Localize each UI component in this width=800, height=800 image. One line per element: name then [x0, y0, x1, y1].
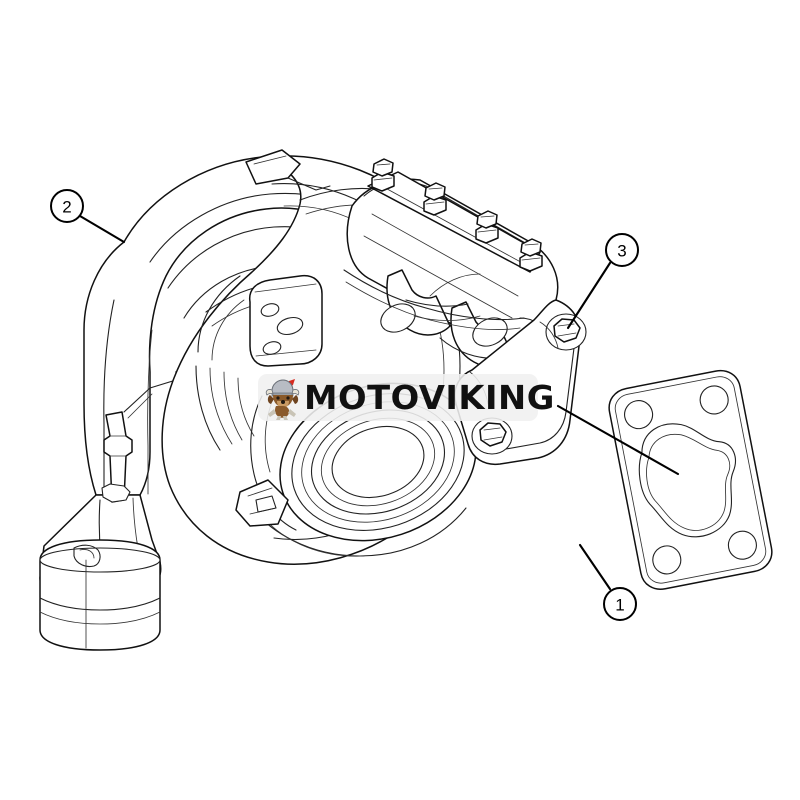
callout-2-label: 2	[62, 198, 71, 217]
callout-3-leader	[566, 261, 612, 330]
gasket-pointer-line	[556, 404, 680, 476]
callout-1-bubble[interactable]	[603, 587, 637, 621]
callout-2-bubble[interactable]	[50, 189, 84, 223]
callout-2[interactable]: 2	[50, 189, 126, 244]
callout-1[interactable]: 1	[578, 543, 637, 621]
manifold-studs	[371, 158, 543, 272]
callout-1-leader	[578, 543, 612, 591]
callout-3-label: 3	[617, 242, 626, 261]
callout-1-label: 1	[615, 596, 624, 615]
part-exhaust-outlet-gasket	[608, 369, 773, 590]
callout-2-leader	[78, 214, 126, 244]
callout-3-bubble[interactable]	[605, 233, 639, 267]
callout-3[interactable]: 3	[566, 233, 639, 330]
part-compressor-inlet-housing	[39, 155, 379, 651]
